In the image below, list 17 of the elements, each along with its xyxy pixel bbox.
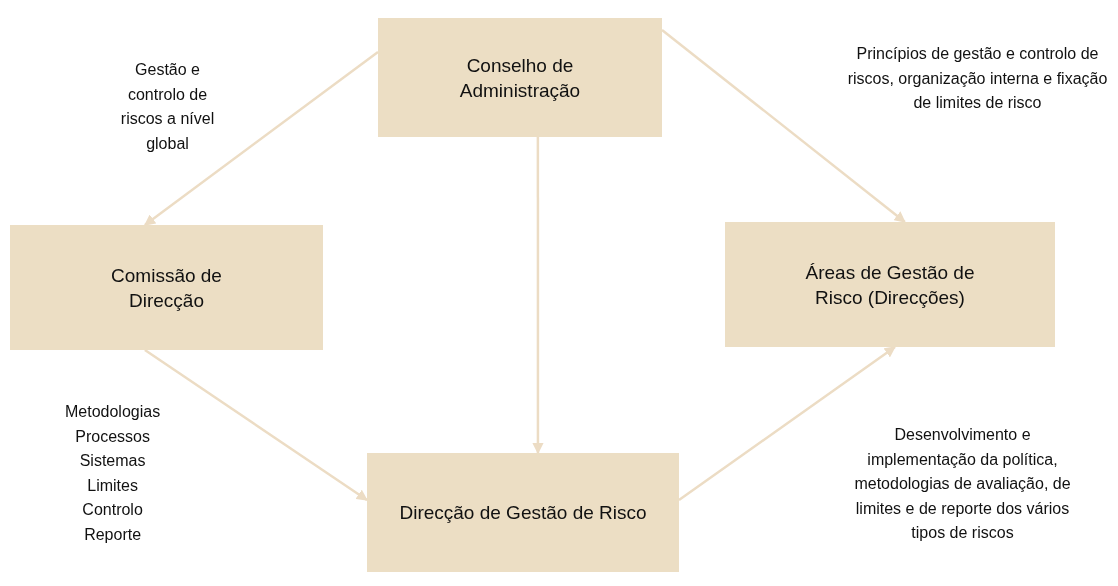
- box-label: Comissão de Direcção: [110, 263, 223, 313]
- process-box: [367, 453, 679, 572]
- edge-label: Gestão e controlo de riscos a nível global: [119, 60, 216, 154]
- process-box: [378, 18, 662, 137]
- edge-label: Desenvolvimento e implementação da política, metodologias de avaliação, de limites e de reporte dos vários tipos de riscos: [853, 425, 1072, 543]
- edge-label: Metodologias Processos Sistemas Limites Controlo Reporte: [65, 402, 161, 545]
- arrow: [144, 51, 379, 226]
- arrow: [144, 348, 368, 502]
- arrow: [532, 137, 544, 455]
- arrow: [678, 345, 896, 502]
- edge-label: Princípios de gestão e controlo de riscos, organização interna e fixação de limites de risco: [846, 44, 1109, 113]
- arrow: [661, 28, 906, 223]
- box-label: Direcção de Gestão de Risco: [399, 501, 647, 525]
- box-label: Áreas de Gestão de Risco (Direcções): [804, 260, 976, 310]
- box-label: Conselho de Administração: [458, 53, 582, 103]
- process-box: [725, 222, 1055, 347]
- process-box: [10, 225, 323, 350]
